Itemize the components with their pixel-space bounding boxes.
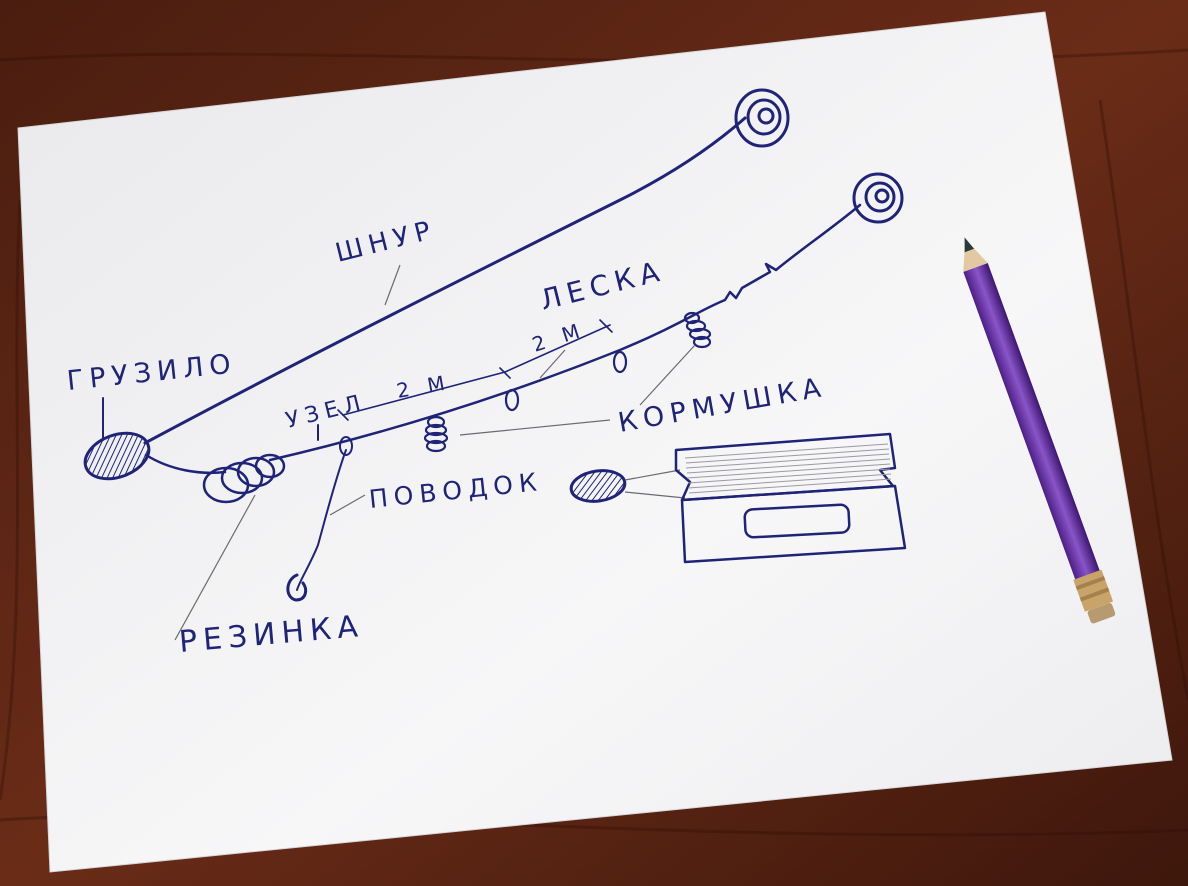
sinker-icon [569,469,627,503]
pencil-icon [963,237,1116,624]
rubber-coils-icon [202,453,286,504]
dimension-line-b [504,319,613,373]
leash-label-pointer [329,494,366,516]
feeder-box-pages [684,443,892,494]
rubber-label-pointer [174,494,256,641]
hook-icon [286,573,308,602]
feeder-box-icon [674,432,907,564]
braid-line [143,116,747,445]
reel-spiral-icon [734,88,790,148]
paper-sheet [17,11,1173,873]
leash-knot [339,436,353,456]
leash-line [296,449,347,591]
dropper-loop [612,350,628,374]
feeder-label-pointer [639,344,696,406]
dimension-line-a [337,367,511,421]
braid-label-pointer [384,264,401,306]
reel-spiral-icon [852,172,904,224]
feeder-attach-line [624,469,686,499]
feeder-label-pointer [459,419,611,436]
mono-line [268,203,862,462]
line-label-pointer [539,349,566,379]
feeder-spring-icon [423,415,449,453]
sinker-to-rubber-line [144,453,227,475]
feeder-spring-icon [683,311,712,349]
dropper-loop [504,388,520,412]
sinker-icon [83,431,151,481]
